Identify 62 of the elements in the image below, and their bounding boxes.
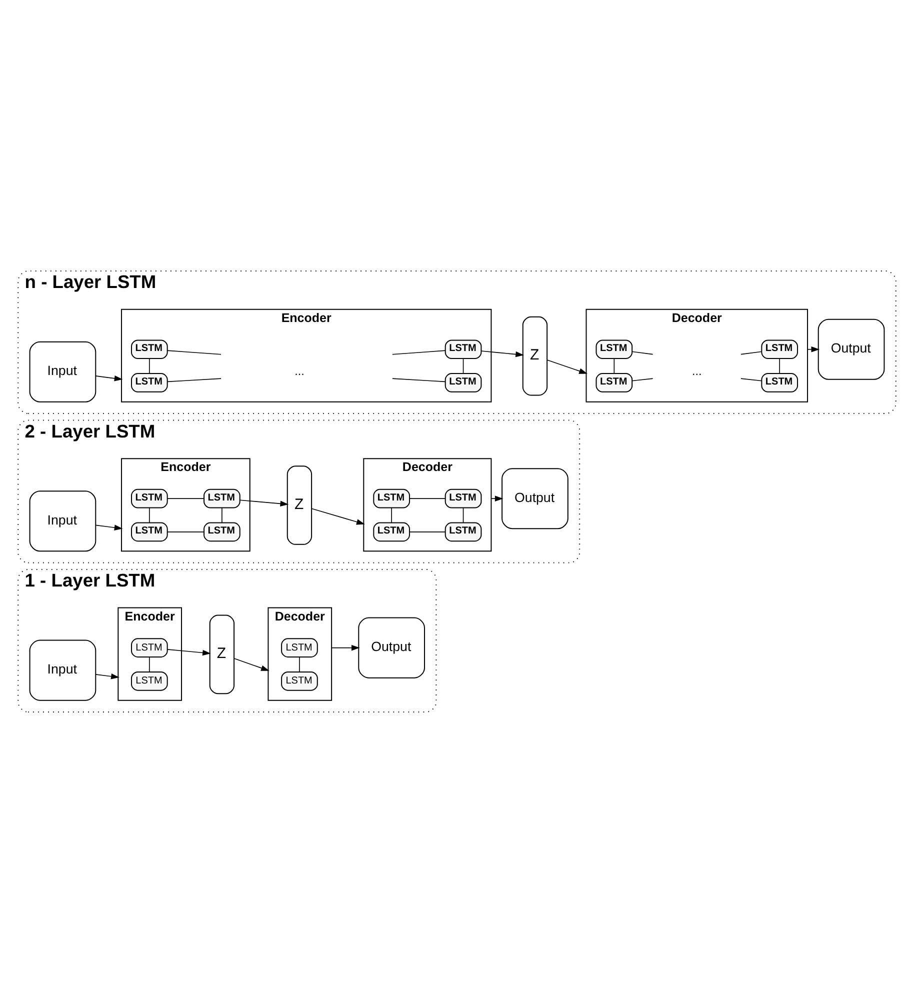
node-box: LSTM — [596, 339, 633, 359]
label: ... — [294, 364, 304, 378]
node-box: LSTM — [131, 638, 168, 657]
node-box: LSTM — [761, 339, 798, 359]
arrow — [490, 495, 504, 501]
connector — [632, 350, 654, 354]
node-box: LSTM — [131, 339, 168, 359]
arrow — [481, 350, 524, 357]
connector — [779, 358, 780, 374]
connector — [462, 507, 464, 522]
node-box: LSTM — [444, 488, 482, 508]
connector — [462, 358, 464, 374]
arrow — [95, 524, 123, 530]
arrow — [807, 346, 820, 352]
arrow — [95, 672, 120, 679]
node-box: LSTM — [131, 372, 168, 392]
connector — [166, 378, 222, 382]
connector — [299, 656, 300, 672]
connector — [166, 531, 204, 532]
node-box: LSTM — [204, 488, 240, 508]
node-box: LSTM — [444, 372, 482, 392]
arrow — [331, 644, 360, 650]
connector — [632, 378, 654, 381]
connector — [149, 507, 150, 522]
node-box: Input — [29, 639, 96, 700]
node-box: Input — [29, 340, 96, 402]
node-box: Input — [29, 490, 96, 552]
connector — [166, 350, 222, 354]
connector — [149, 358, 150, 374]
node-box: LSTM — [761, 372, 798, 392]
node-box: LSTM — [444, 522, 482, 542]
connector — [614, 358, 615, 374]
node-box: LSTM — [281, 670, 318, 690]
node-box: Z — [209, 614, 235, 694]
arrow — [240, 499, 289, 506]
node-box: Output — [502, 468, 568, 529]
arrow — [166, 648, 211, 656]
connector — [392, 350, 446, 354]
node-box: LSTM — [444, 339, 482, 359]
node-box: Output — [358, 616, 426, 678]
arrow — [311, 508, 365, 524]
arrow — [546, 359, 588, 374]
label: ... — [692, 364, 702, 378]
node-box: LSTM — [596, 372, 633, 392]
node-box: Output — [818, 318, 885, 380]
connector — [740, 378, 762, 381]
arrow — [234, 658, 270, 670]
connector — [391, 507, 392, 522]
connector — [392, 378, 446, 382]
node-box: LSTM — [373, 488, 410, 508]
node-box: Z — [286, 465, 312, 544]
node-box: Z — [522, 316, 548, 396]
connector — [409, 531, 446, 532]
node-box: LSTM — [204, 522, 240, 542]
arrow — [95, 374, 123, 381]
node-box: LSTM — [131, 488, 168, 508]
connector — [740, 350, 762, 354]
node-box: LSTM — [281, 638, 318, 657]
node-box: LSTM — [373, 522, 410, 542]
node-box: LSTM — [131, 522, 168, 542]
connector — [149, 656, 150, 672]
node-box: LSTM — [131, 670, 168, 690]
